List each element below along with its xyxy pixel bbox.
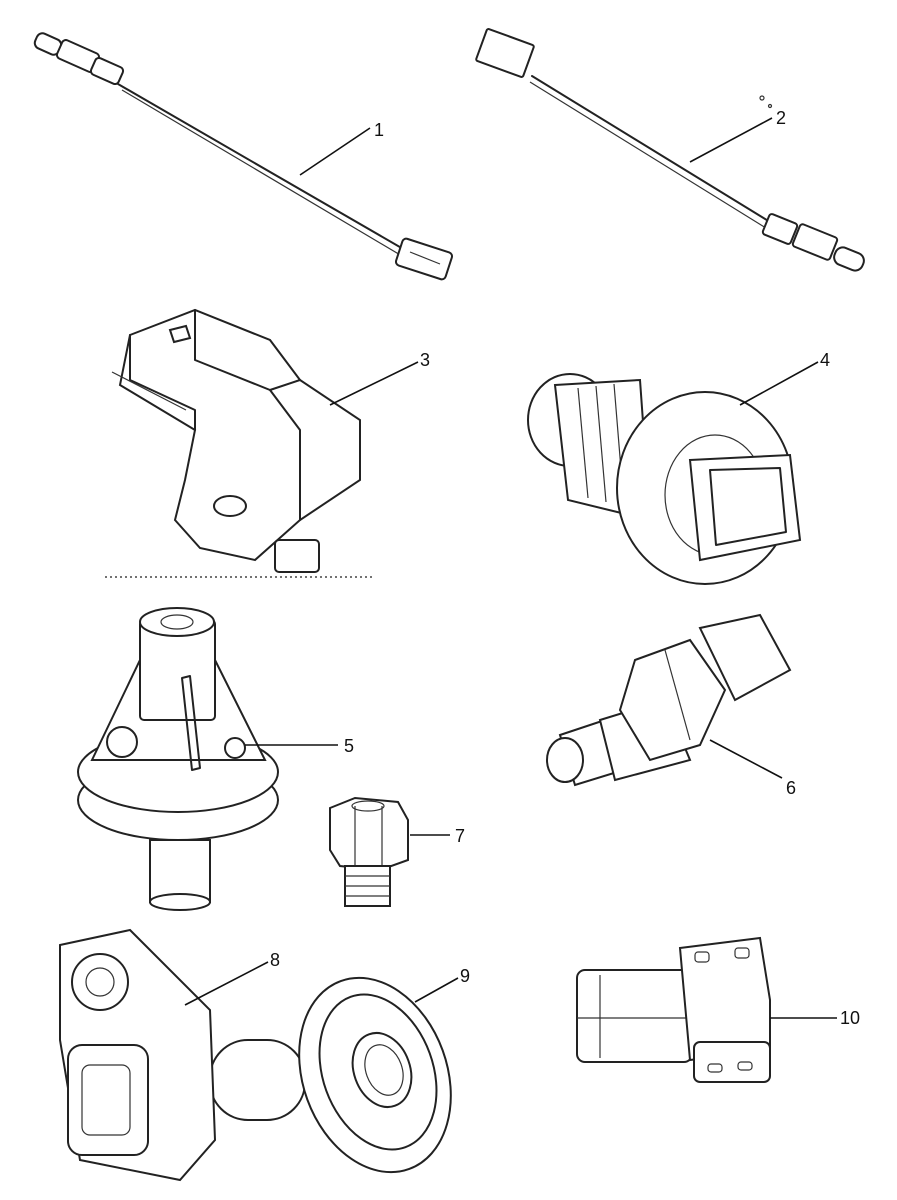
callout-2: 2 xyxy=(689,108,786,163)
part-10-sensor xyxy=(576,936,771,1083)
callout-4: 5 xyxy=(245,736,354,756)
callout-9-label: 9 xyxy=(460,966,470,986)
part-9-tone-ring xyxy=(298,976,452,1174)
callout-8-label: 8 xyxy=(270,950,280,970)
part-8-position-sensor xyxy=(59,928,306,1182)
callout-6: 6 xyxy=(709,739,796,798)
callout-7-label: 7 xyxy=(455,826,465,846)
part-6-temperature-switch xyxy=(546,613,792,787)
callout-10-label: 10 xyxy=(840,1008,860,1028)
callout-5: 4 xyxy=(739,350,830,406)
callout-7: 7 xyxy=(410,826,465,846)
part-2-oxygen-sensor xyxy=(475,28,865,272)
callout-8: 8 xyxy=(184,950,280,1006)
callout-3-label: 3 xyxy=(420,350,430,370)
part-7-adapter xyxy=(329,796,409,907)
callout-6-label: 6 xyxy=(786,778,796,798)
callout-9: 9 xyxy=(414,966,470,1003)
part-1-oxygen-sensor xyxy=(33,32,454,281)
part-4-knock-sensor xyxy=(77,607,279,911)
callout-2-label: 2 xyxy=(776,108,786,128)
part-3-pressure-sensor xyxy=(105,308,375,578)
callout-10: 10 xyxy=(770,1008,860,1028)
callout-4-label: 5 xyxy=(344,736,354,756)
part-5-temperature-sensor xyxy=(527,373,802,585)
callout-1-label: 1 xyxy=(374,120,384,140)
callout-1: 1 xyxy=(299,120,384,176)
callout-5-label: 4 xyxy=(820,350,830,370)
callout-3: 3 xyxy=(329,350,430,406)
